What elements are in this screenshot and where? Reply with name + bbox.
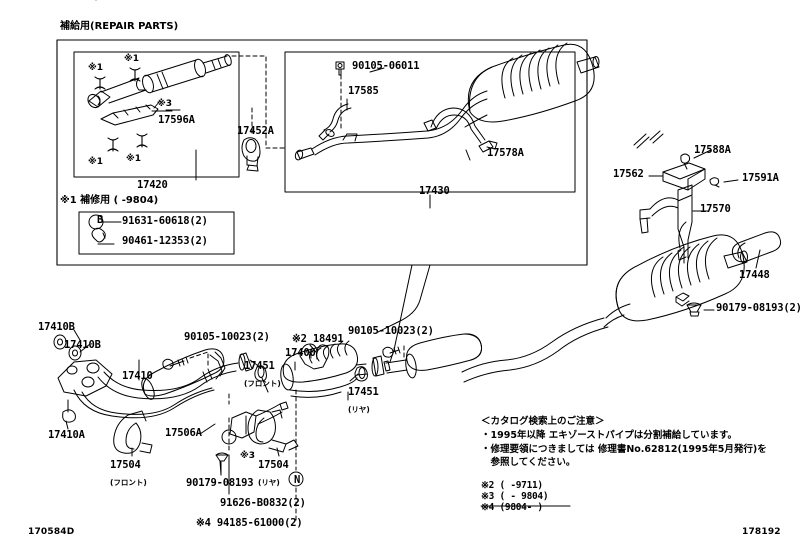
part-17451-rear-group: 17451 (リヤ) — [348, 382, 379, 416]
notice-line-3: 参照してください。 — [481, 457, 576, 469]
callout-asterisk3: ※3 — [157, 99, 173, 109]
part-17562-label: 17562 — [613, 168, 644, 180]
part-17570-label: 17570 — [700, 203, 731, 215]
bracket-17452a-art — [241, 137, 261, 172]
part-17452a-label: 17452A — [237, 125, 274, 137]
part-17448-label: 17448 — [739, 269, 770, 281]
hanger-group-art — [633, 130, 720, 264]
part-17504-front-sub: (フロント) — [110, 477, 147, 487]
footnote-block: ※2 ( -9711) ※3 ( - 9804) ※4 (9804- ) — [481, 480, 549, 513]
panel-to-assembly-leaders — [377, 264, 431, 363]
part-17506a-label: 17506A — [165, 427, 202, 439]
notice-line-1: ・1995年以降 エキゾーストパイプは分割補給しています。 — [481, 429, 738, 441]
part-17588a-label: 17588A — [694, 144, 731, 156]
part-17430-label: 17430 — [419, 185, 450, 197]
cushion-17504-rear-art — [247, 409, 299, 453]
nut-17410a-art — [62, 409, 76, 430]
main-rear-muffler-art — [603, 234, 748, 328]
part-18491-label: ※2 18491 — [292, 333, 344, 345]
callout-asterisk1-d: ※1 — [126, 154, 142, 164]
center-muffler-art — [87, 54, 232, 126]
part-17410b-label-b: 17410B — [64, 339, 101, 351]
part-17451-front-sub: (フロント) — [244, 378, 281, 388]
part-94185-61000-label: ※4 94185-61000(2) — [196, 517, 303, 529]
part-17420-label: 17420 — [137, 179, 168, 191]
drawing-code-left: 170584D — [28, 527, 75, 537]
part-90105-06011-label: 90105-06011 — [352, 60, 420, 72]
marker-b-label: B — [96, 214, 104, 226]
part-17451-front-label: 17451 — [244, 360, 275, 372]
clip-90179-08193-front-art — [215, 452, 229, 476]
marker-n-label: N — [293, 474, 301, 486]
part-90179-08193-front-label: 90179-08193 — [186, 477, 254, 489]
part-17410b-label-a: 17410B — [38, 321, 75, 333]
part-17591a-label: 17591A — [742, 172, 779, 184]
part-17400-label: 17400 — [285, 347, 316, 359]
callout-asterisk1-b: ※1 — [124, 54, 140, 64]
part-17504-rear-sub: (リヤ) — [258, 477, 280, 487]
part-91631-60618-label: 91631-60618(2) — [122, 215, 208, 227]
insulator-18491-art — [299, 343, 330, 370]
repair-sub-box — [78, 211, 235, 255]
repair-left-box — [73, 51, 240, 178]
part-17578a-label: 17578A — [487, 147, 524, 159]
part-17504-front-label: 17504 — [110, 459, 141, 471]
front-pipe-art — [57, 348, 253, 419]
part-17504-rear-label: 17504 — [258, 459, 289, 471]
callout-asterisk1-c: ※1 — [88, 157, 104, 167]
footnote-2: ※2 ( -9711) — [481, 480, 543, 491]
repair-right-box — [284, 51, 576, 193]
washer-17410b-art — [53, 334, 82, 361]
footnote-4: ※4 (9804- ) — [481, 502, 543, 513]
footnote-3: ※3 ( - 9804) — [481, 491, 549, 502]
part-17504-rear-group: 17504 (リヤ) — [258, 455, 289, 489]
leader-lines — [67, 67, 761, 495]
dashed-leaders — [189, 345, 405, 521]
catalytic-converter-art — [280, 340, 368, 398]
part-90105-10023-left-label: 90105-10023(2) — [184, 331, 270, 343]
rear-assembly-art — [294, 42, 600, 161]
notice-title: ＜カタログ検索上のご注意＞ — [481, 416, 605, 427]
part-90105-10023-right-label: 90105-10023(2) — [348, 325, 434, 337]
repair-asterisk1-marks — [94, 67, 148, 152]
repair-sub-heading: ※1 補修用 ( -9804) — [60, 195, 159, 206]
part-17451-rear-sub: (リヤ) — [348, 404, 370, 414]
part-17504-front-group: 17504 (フロント) — [110, 455, 147, 489]
part-90461-12353-label: 90461-12353(2) — [122, 235, 208, 247]
drawing-code-right: 178192 — [742, 527, 781, 537]
repair-parts-panel-border — [56, 39, 588, 266]
part-17451-front-group: 17451 (フロント) — [244, 356, 281, 390]
part-17585-label: 17585 — [348, 85, 379, 97]
part-17504-rear-prefix: ※3 — [240, 451, 256, 461]
notice-line-2: ・修理要領につきましては 修理書No.62812(1995年5月発行)を — [481, 443, 767, 455]
main-pipe-run-art — [371, 317, 609, 383]
part-91626-b0832-label: 91626-B0832(2) — [220, 497, 306, 509]
bolt-90105-10023-right-art — [382, 346, 401, 358]
cushion-17504-front-art — [95, 0, 153, 454]
part-17410a-label: 17410A — [48, 429, 85, 441]
bolt-90105-10023-left-art — [162, 356, 189, 370]
part-17596a-label: 17596A — [158, 114, 195, 126]
part-17451-rear-label: 17451 — [348, 386, 379, 398]
part-90179-08193-rear-label: 90179-08193(2) — [716, 302, 802, 314]
repair-parts-heading: 補給用(REPAIR PARTS) — [60, 21, 179, 32]
bracket-17506a-art — [229, 401, 289, 439]
ring-17451-front-art — [254, 365, 267, 382]
part-17410-label: 17410 — [122, 370, 153, 382]
callout-asterisk1-a: ※1 — [88, 63, 104, 73]
catalog-notice-block: ＜カタログ検索上のご注意＞ ・1995年以降 エキゾーストパイプは分割補給してい… — [481, 415, 791, 470]
repair-dashed-links — [231, 55, 286, 149]
tailtip-17448-art — [731, 231, 782, 263]
clip-90179-08193-rear-art — [686, 302, 702, 317]
circled-markers — [88, 214, 304, 487]
